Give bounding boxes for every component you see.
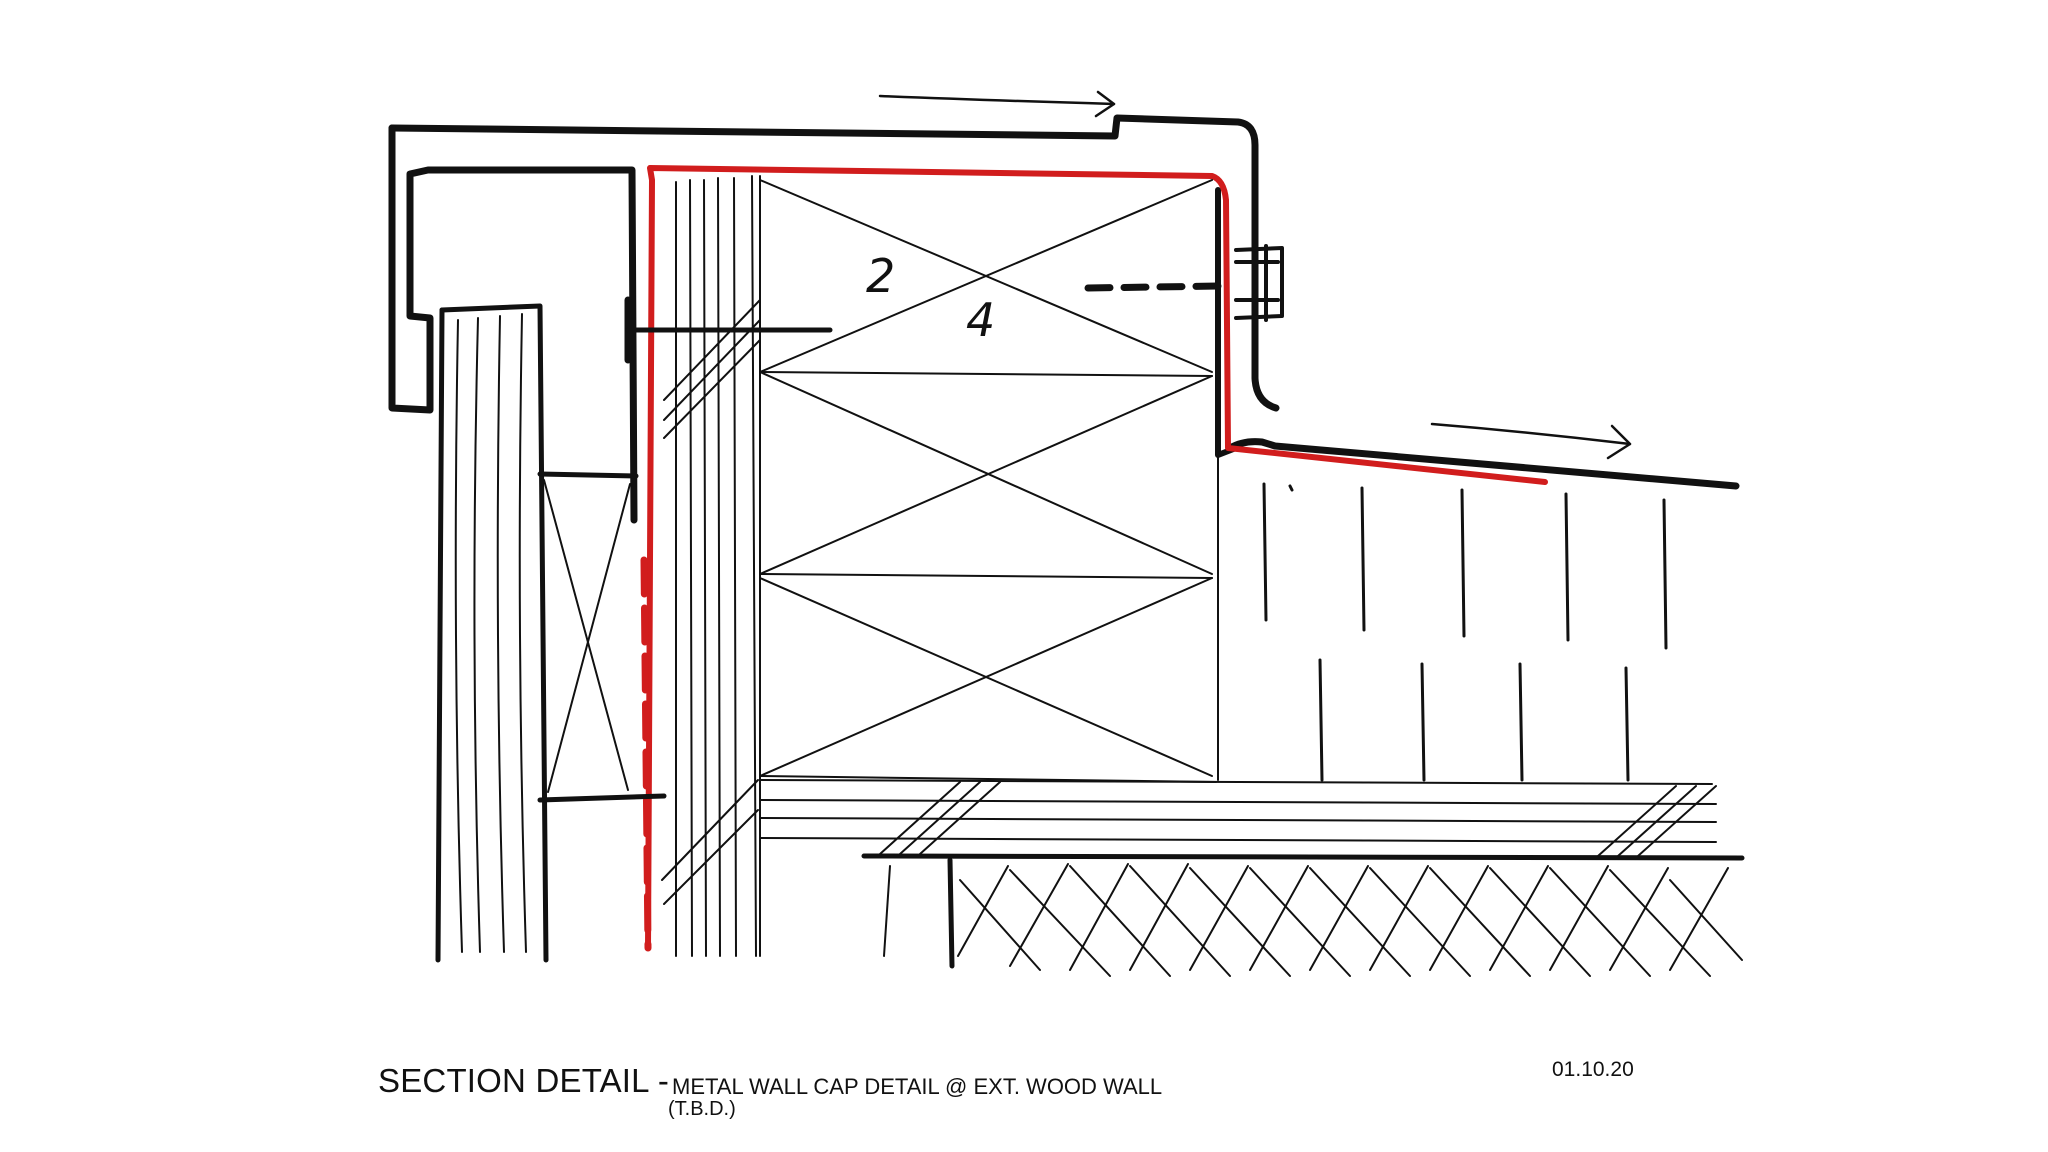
base-hatching xyxy=(883,857,1743,977)
dimension-denominator: 4 xyxy=(966,293,995,347)
slope-arrow-right xyxy=(1430,422,1632,460)
furring-blocking xyxy=(537,471,667,803)
cleat-clip xyxy=(1084,244,1284,322)
slope-arrow-top xyxy=(878,90,1116,118)
metal-wall-cap xyxy=(388,114,1740,524)
waterproof-underlayment xyxy=(640,165,1548,952)
dimension-numerator: 2 xyxy=(866,249,895,303)
drawing-date: 01.10.20 xyxy=(1552,1058,1634,1081)
roof-deck xyxy=(759,779,1745,861)
section-subtitle: METAL WALL CAP DETAIL @ EXT. WOOD WALL xyxy=(672,1074,1163,1099)
dimension-label: 2 4 xyxy=(866,249,995,347)
roof-framing xyxy=(1262,482,1668,782)
wall-sheathing xyxy=(661,175,761,957)
section-title: SECTION DETAIL - xyxy=(378,1062,670,1099)
wood-siding-board xyxy=(435,303,549,963)
cap-fastener xyxy=(624,296,833,364)
section-note: (T.B.D.) xyxy=(668,1098,736,1120)
